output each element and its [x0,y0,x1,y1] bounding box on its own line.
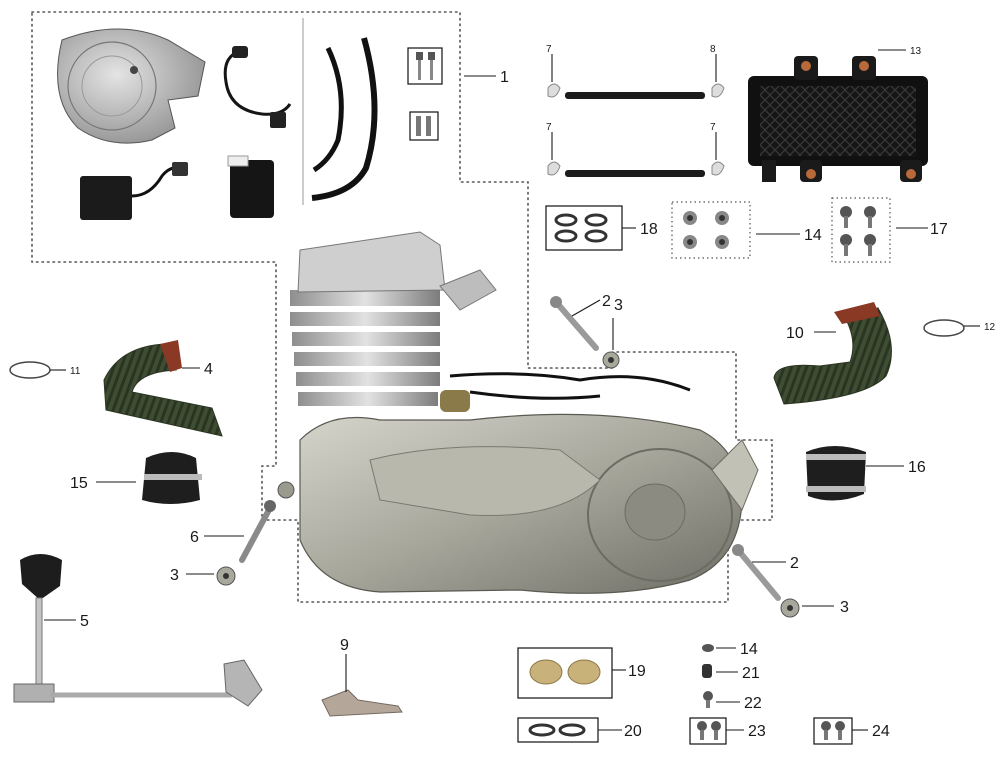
callout-12: 12 [984,322,996,333]
hose-clamp-12 [923,319,980,337]
callout-2: 2 [790,555,799,572]
callout-19: 19 [628,663,646,680]
bolt-2-right [732,544,786,601]
callout-9: 9 [340,637,349,654]
duct-boot-16 [806,446,904,501]
callout-13: 13 [910,46,922,57]
callout-6: 6 [190,529,199,546]
bracket-9 [321,654,403,717]
shift-lever-5 [13,554,263,707]
cdi-unit [227,155,274,218]
bolt-2-top [550,296,601,351]
callout-14: 14 [740,641,758,658]
bolt-box-23 [689,717,744,745]
callout-20: 20 [624,723,642,740]
clamp-box-19 [517,647,626,699]
oil-cooler [748,49,928,182]
bolt-box-1 [407,47,443,85]
kit-group-outline [31,11,773,603]
callout-11: 11 [70,366,81,377]
washer-box-20 [517,717,622,743]
regulator [80,162,188,220]
callout-3: 3 [840,599,849,616]
sensor-wire [223,46,292,128]
bolt-22 [703,691,740,708]
duct-boot-15 [96,452,202,504]
callout-18: 18 [640,221,658,238]
callout-7: 7 [546,122,552,133]
callout-17: 17 [930,221,948,238]
callout-8: 8 [710,44,716,55]
callout-16: 16 [908,459,926,476]
nut-3-left [186,566,236,586]
fuel-hoses [311,37,378,201]
callout-24: 24 [872,723,890,740]
spacer-21 [702,664,738,678]
callout-5: 5 [80,613,89,630]
callout-2: 2 [602,293,611,310]
callout-1: 1 [500,69,509,86]
callout-14: 14 [804,227,822,244]
callout-7: 7 [546,44,552,55]
callout-4: 4 [204,361,213,378]
bolt-box-24 [813,717,868,745]
callout-3: 3 [614,297,623,314]
hose-clamp-11 [9,361,66,379]
bolt-box-17 [831,197,928,263]
cylinder-fins [290,290,440,406]
engine-assembly [277,231,759,594]
air-duct-4 [103,340,223,437]
callout-3: 3 [170,567,179,584]
callout-10: 10 [786,325,804,342]
washer-box-18 [545,205,636,251]
callout-21: 21 [742,665,760,682]
stator-cover [57,28,206,144]
hose-lower [547,132,725,177]
callout-7: 7 [710,122,716,133]
callout-labels: 1 2 2 3 3 3 4 5 6 7 7 7 8 9 10 11 12 13 … [70,44,996,740]
hose-upper [547,54,725,99]
bolt-6 [204,500,276,563]
callout-15: 15 [70,475,88,492]
nut-box-14 [671,201,800,259]
bolt-box-2 [409,111,439,141]
nut-14-bottom [702,644,736,652]
callout-23: 23 [748,723,766,740]
nut-3-right [780,598,834,618]
air-duct-10 [773,302,892,405]
callout-22: 22 [744,695,762,712]
nut-3-top [602,318,620,369]
